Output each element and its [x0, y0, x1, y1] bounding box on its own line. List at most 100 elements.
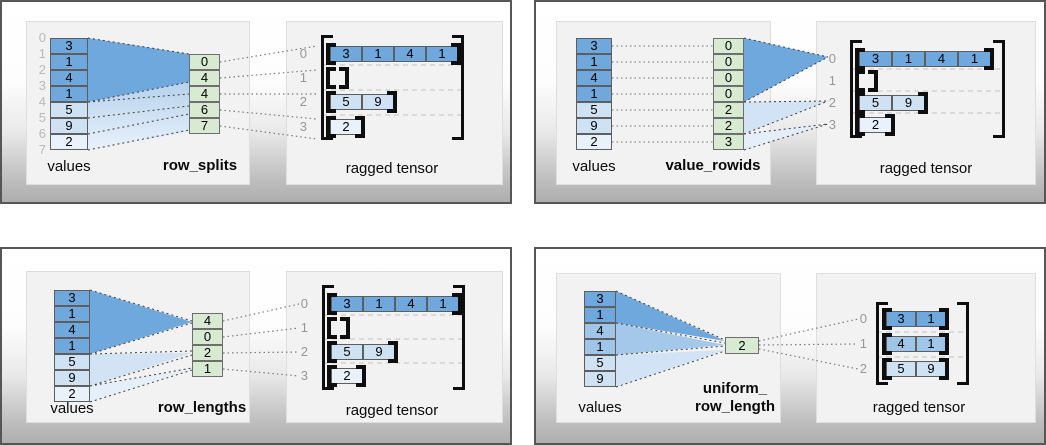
values-label: values	[572, 158, 616, 175]
values-cell: 1	[54, 306, 90, 322]
row-bracket-right	[387, 91, 397, 113]
values-cell: 1	[576, 54, 612, 70]
row-index-label: 1	[300, 320, 308, 335]
row-index-label: 1	[299, 70, 307, 85]
row-bracket-left	[855, 114, 865, 136]
value-index-label: 6	[38, 126, 46, 141]
row-bracket-right	[356, 365, 366, 387]
row-bracket-right	[939, 333, 949, 355]
ragged-cell: 4	[886, 336, 916, 352]
ragged-cell: 4	[925, 51, 958, 67]
row-bracket-right	[868, 70, 878, 92]
row-bracket-left	[855, 92, 865, 114]
row-bracket-left	[882, 333, 892, 355]
row-bracket-left	[327, 365, 337, 387]
ragged-cell: 1	[362, 46, 394, 62]
outer-bracket-right	[957, 302, 969, 385]
ragged-cell: 5	[859, 95, 892, 111]
slide-uniform-row-length: 3 1 4 1 5 9 2 values uniform_ row_length…	[534, 247, 1046, 445]
ragged-cell: 1	[892, 51, 925, 67]
ragged-cell: 5	[330, 94, 362, 110]
values-cell: 3	[54, 290, 90, 306]
row-bracket-left	[855, 48, 865, 70]
values-cell: 5	[576, 102, 612, 118]
row-index-label: 2	[299, 94, 307, 109]
row-bracket-left	[326, 91, 336, 113]
row-index-label: 0	[299, 46, 307, 61]
ragged-cell: 1	[363, 296, 395, 312]
values-label: values	[47, 158, 91, 175]
value-index-label: 4	[38, 94, 46, 109]
values-cell: 1	[50, 86, 88, 102]
values-cell: 2	[54, 386, 90, 402]
slide-row-lengths: 3 1 4 1 5 9 2 4 0 2 1 values row_lengths…	[0, 247, 512, 445]
ragged-cell: 3	[859, 51, 892, 67]
row-bracket-left	[326, 116, 336, 138]
slide-row-splits: 0 1 2 3 4 5 6 7 3 1 4 1 5 9 2 0 4 4 6 7 …	[0, 0, 512, 204]
values-cell: 4	[54, 322, 90, 338]
values-label: values	[50, 400, 94, 417]
values-cell: 2	[576, 134, 612, 150]
values-cell: 1	[576, 86, 612, 102]
row-bracket-right	[451, 43, 461, 65]
row-index-label: 3	[828, 117, 836, 132]
row-index-label: 0	[300, 296, 308, 311]
values-cell: 3	[584, 291, 616, 307]
value-rowids-cell: 0	[713, 86, 744, 102]
row-splits-cell: 4	[189, 70, 220, 86]
values-cell: 3	[50, 38, 88, 54]
row-bracket-left	[327, 293, 337, 315]
values-cell: 3	[576, 38, 612, 54]
row-lengths-cell: 1	[192, 361, 223, 377]
row-lengths-cell: 2	[192, 345, 223, 361]
outer-bracket-left	[322, 285, 334, 390]
row-bracket-right	[918, 92, 928, 114]
row-lengths-cell: 0	[192, 329, 223, 345]
row-index-label: 2	[300, 344, 308, 359]
uniform-row-length-cell: 2	[725, 337, 759, 354]
row-bracket-right	[939, 358, 949, 380]
row-splits-cell: 4	[189, 86, 220, 102]
ragged-cell: 9	[916, 361, 946, 377]
values-cell: 4	[584, 323, 616, 339]
ragged-cell: 2	[331, 368, 363, 384]
value-index-label: 2	[38, 62, 46, 77]
value-rowids-cell: 0	[713, 70, 744, 86]
row-index-label: 0	[828, 51, 836, 66]
outer-bracket-left	[850, 40, 862, 138]
value-rowids-cell: 0	[713, 38, 744, 54]
row-splits-cell: 0	[189, 54, 220, 70]
row-bracket-right	[452, 293, 462, 315]
values-label: values	[578, 399, 622, 416]
row-bracket-right	[984, 48, 994, 70]
ragged-cell: 5	[886, 361, 916, 377]
row-bracket-right	[939, 308, 949, 330]
ragged-cell: 3	[886, 311, 916, 327]
ragged-cell: 9	[363, 344, 395, 360]
row-bracket-right	[355, 116, 365, 138]
values-cell: 9	[50, 118, 88, 134]
row-index-label: 2	[828, 95, 836, 110]
row-splits-cell: 7	[189, 118, 220, 134]
row-index-label: 0	[859, 311, 867, 326]
values-cell: 2	[50, 134, 88, 150]
values-cell: 5	[584, 355, 616, 371]
row-splits-cell: 6	[189, 102, 220, 118]
row-bracket-left	[327, 341, 337, 363]
row-bracket-left	[326, 43, 336, 65]
ragged-cell: 3	[330, 46, 362, 62]
ragged-cell: 4	[395, 296, 427, 312]
values-cell: 9	[54, 370, 90, 386]
value-index-label: 7	[38, 142, 46, 157]
outer-bracket-right	[993, 40, 1005, 138]
values-cell: 1	[584, 307, 616, 323]
value-rowids-cell: 3	[713, 134, 744, 150]
row-lengths-cell: 4	[192, 313, 223, 329]
row-bracket-left	[855, 70, 865, 92]
row-index-label: 3	[300, 368, 308, 383]
values-cell: 5	[54, 354, 90, 370]
row-bracket-right	[339, 67, 349, 89]
row-bracket-left	[327, 317, 337, 339]
row-bracket-left	[326, 67, 336, 89]
